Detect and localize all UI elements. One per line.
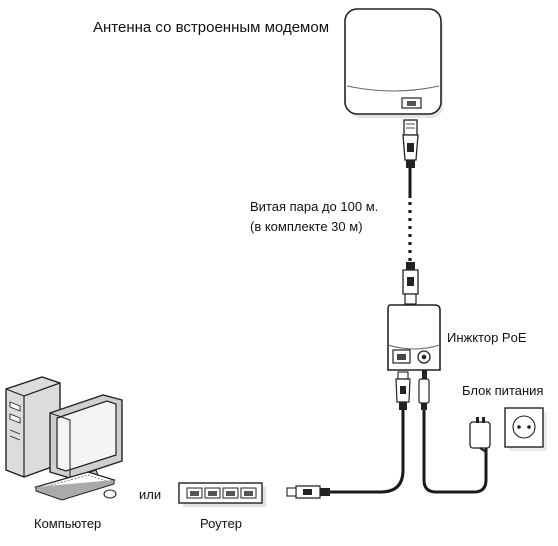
cable-included-label: (в комплекте 30 м) <box>250 219 363 234</box>
power-supply-label: Блок питания <box>462 383 544 398</box>
rj45-plug-router-icon <box>286 485 330 499</box>
computer-label: Компьютер <box>34 516 102 531</box>
rj45-plug-injector-top-icon <box>402 262 419 305</box>
rj45-plug-injector-lan-icon <box>395 371 411 410</box>
rj45-plug-top-icon <box>402 119 419 168</box>
power-supply-adapter-icon <box>469 417 491 453</box>
dc-plug-icon <box>418 370 430 410</box>
poe-injector <box>387 304 441 371</box>
router-lan-port-socket <box>226 491 235 496</box>
cable-length-label: Витая пара до 100 м. <box>250 199 379 214</box>
router-lan-port-socket <box>244 491 253 496</box>
router-label: Роутер <box>200 516 242 531</box>
injector-label: Инжктор PoE <box>447 330 527 345</box>
or-label: или <box>139 487 162 502</box>
computer-device <box>5 376 123 501</box>
router-lan-port-socket <box>208 491 217 496</box>
router-lan-port-socket <box>190 491 199 496</box>
antenna-device <box>344 8 443 118</box>
router-ports <box>186 487 257 499</box>
antenna-label: Антенна со встроенным модемом <box>93 19 330 36</box>
router-device <box>178 482 266 507</box>
wall-socket-icon <box>504 407 547 451</box>
mouse-icon <box>103 489 117 499</box>
cable-injector-to-router <box>330 410 405 494</box>
cable-injector-to-psu <box>422 410 488 494</box>
